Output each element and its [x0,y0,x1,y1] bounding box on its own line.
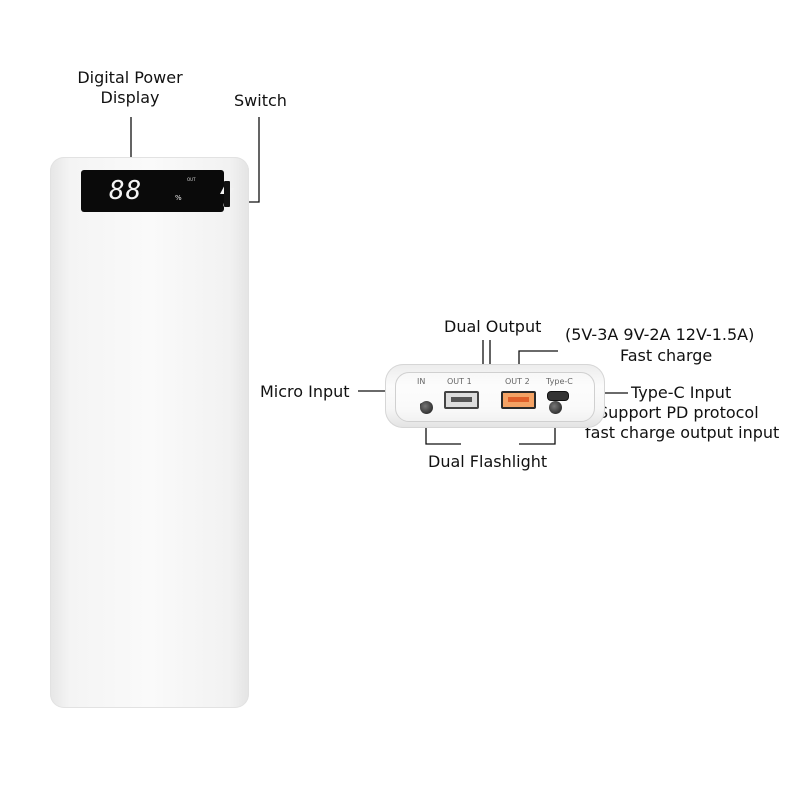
label-fast-charge-output-input: fast charge output input [585,423,780,442]
power-bank-front: 88 % OUT [50,157,249,708]
digital-power-display: 88 % OUT [81,170,234,212]
label-digital-power-line2: Display [100,88,160,107]
label-fast-charge: Fast charge [620,346,713,365]
display-out: OUT [187,177,196,182]
label-dual-flashlight: Dual Flashlight [428,452,548,471]
label-fast-charge-spec: (5V-3A 9V-2A 12V-1.5A) [565,325,755,344]
label-switch: Switch [234,91,287,110]
usb-out2-fast-charge-port [501,391,536,409]
flashlight-right-icon [549,401,562,414]
switch-button[interactable] [224,181,230,207]
power-bank-end-panel: IN OUT 1 OUT 2 Type-C [385,364,605,428]
port-label-typec: Type-C [546,377,573,386]
port-label-out1: OUT 1 [447,377,472,386]
label-micro-input: Micro Input [260,382,350,401]
label-digital-power-display: Digital Power Display [70,68,190,108]
port-label-out2: OUT 2 [505,377,530,386]
usb-out1-port [444,391,479,409]
label-support-pd: Support PD protocol [598,403,759,422]
flashlight-left-icon [420,401,433,414]
label-dual-output: Dual Output [444,317,542,336]
label-type-c-input: Type-C Input [631,383,732,402]
port-label-in: IN [417,377,426,386]
type-c-port [547,391,569,401]
display-percent: % [175,194,182,202]
display-digits: 88 [109,176,143,206]
label-digital-power-line1: Digital Power [77,68,183,87]
